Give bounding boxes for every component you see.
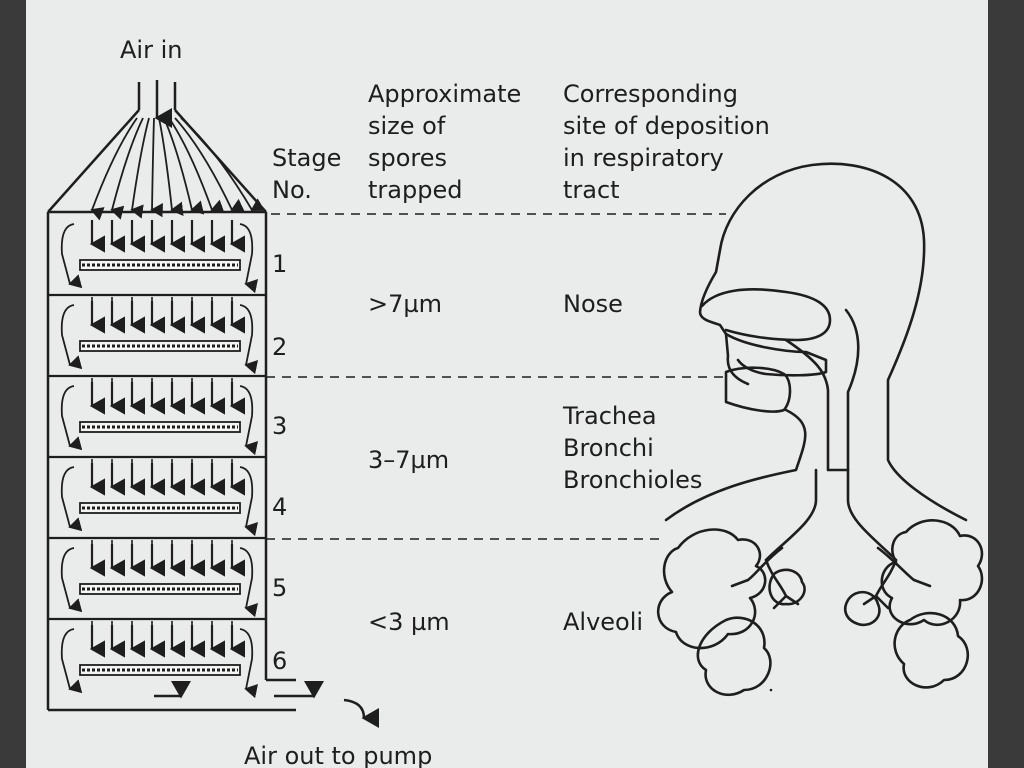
- stage-6: [48, 617, 266, 699]
- site-bronchi: Bronchi: [563, 434, 654, 462]
- svg-text:spores: spores: [368, 144, 447, 172]
- alveoli-right: [880, 519, 984, 626]
- stage-label-3: 3: [272, 412, 287, 440]
- bronchi-left: [746, 546, 788, 598]
- header-site: Corresponding site of deposition in resp…: [563, 80, 770, 204]
- head-outline: [698, 162, 968, 692]
- cascade-impactor-diagram: Air in Air out to pump 1 2 3 4 5 6 Stage…: [46, 36, 984, 768]
- inlet-arrow: [163, 117, 205, 215]
- alveoli-center: [768, 568, 806, 606]
- side-flow-arrow-left: [60, 628, 83, 694]
- stage-3: [48, 374, 266, 456]
- side-flow-arrow-right: [239, 466, 259, 537]
- head-profile-illustration: [656, 162, 984, 696]
- side-flow-arrow-right: [239, 223, 259, 294]
- side-flow-arrow-right: [239, 304, 259, 375]
- inlet-arrow: [168, 117, 225, 214]
- site-nose: Nose: [563, 290, 623, 318]
- site-trachea: Trachea: [562, 402, 657, 430]
- inlet-arrow: [90, 117, 138, 221]
- svg-text:tract: tract: [563, 176, 620, 204]
- header-size: Approximate size of spores trapped: [368, 80, 521, 204]
- stage-label-1: 1: [272, 250, 287, 278]
- stage-label-6: 6: [272, 647, 287, 675]
- side-flow-arrow-left: [60, 304, 83, 370]
- svg-text:site of deposition: site of deposition: [563, 112, 770, 140]
- header-stage: Stage No.: [272, 144, 341, 204]
- stage-label-2: 2: [272, 333, 287, 361]
- exit-flow-arrows: [154, 681, 380, 728]
- inlet-flow-arrows: [90, 117, 265, 221]
- side-flow-arrow-right: [239, 628, 259, 699]
- alveoli-left-lower: [696, 616, 772, 696]
- stage-label-4: 4: [272, 493, 287, 521]
- side-flow-arrow-left: [60, 385, 83, 451]
- svg-text:size of: size of: [368, 112, 446, 140]
- side-flow-arrow-left: [60, 547, 83, 613]
- svg-text:No.: No.: [272, 176, 312, 204]
- inlet-arrow: [150, 117, 163, 218]
- size-trachea: 3–7µm: [368, 446, 449, 474]
- stage-4: [48, 455, 266, 537]
- alveoli-right-lower: [893, 611, 970, 689]
- stage-numbers: 1 2 3 4 5 6: [272, 250, 287, 675]
- bronchioles-right: [862, 578, 932, 610]
- site-alveoli: Alveoli: [563, 608, 643, 636]
- larynx: [724, 366, 792, 413]
- mouth-cavity: [724, 332, 828, 377]
- svg-text:in respiratory: in respiratory: [563, 144, 724, 172]
- site-bronchioles: Bronchioles: [563, 466, 702, 494]
- inlet-arrow: [174, 117, 245, 212]
- alveoli-center-right: [844, 590, 881, 627]
- stage-5: [48, 536, 266, 618]
- inlet-arrow: [110, 117, 144, 220]
- size-alveoli: <3 µm: [368, 608, 450, 636]
- svg-text:Approximate: Approximate: [368, 80, 521, 108]
- svg-text:trapped: trapped: [368, 176, 462, 204]
- stage-1: [60, 220, 259, 294]
- inlet-arrow: [130, 117, 150, 219]
- row-dividers: [266, 213, 726, 540]
- side-flow-arrow-left: [60, 223, 83, 289]
- diagram-panel: Air in Air out to pump 1 2 3 4 5 6 Stage…: [26, 0, 988, 768]
- side-flow-arrow-right: [239, 385, 259, 456]
- neck-front: [664, 408, 807, 522]
- alveoli-left: [656, 528, 767, 650]
- inlet-arrow: [158, 117, 184, 216]
- stage-label-5: 5: [272, 574, 287, 602]
- svg-text:Corresponding: Corresponding: [563, 80, 738, 108]
- svg-text:Stage: Stage: [272, 144, 341, 172]
- stage-2: [48, 293, 266, 375]
- bronchi-right: [874, 546, 916, 598]
- trachea: [764, 468, 898, 562]
- air-in-label: Air in: [120, 36, 182, 64]
- air-out-label: Air out to pump: [244, 742, 432, 768]
- inlet-arrow: [180, 117, 265, 211]
- side-flow-arrow-left: [60, 466, 83, 532]
- impactor-stages: [48, 220, 266, 699]
- impactor-inlet: [47, 80, 267, 213]
- side-flow-arrow-right: [239, 547, 259, 618]
- size-nose: >7µm: [368, 290, 442, 318]
- nasal-cavity: [700, 288, 832, 342]
